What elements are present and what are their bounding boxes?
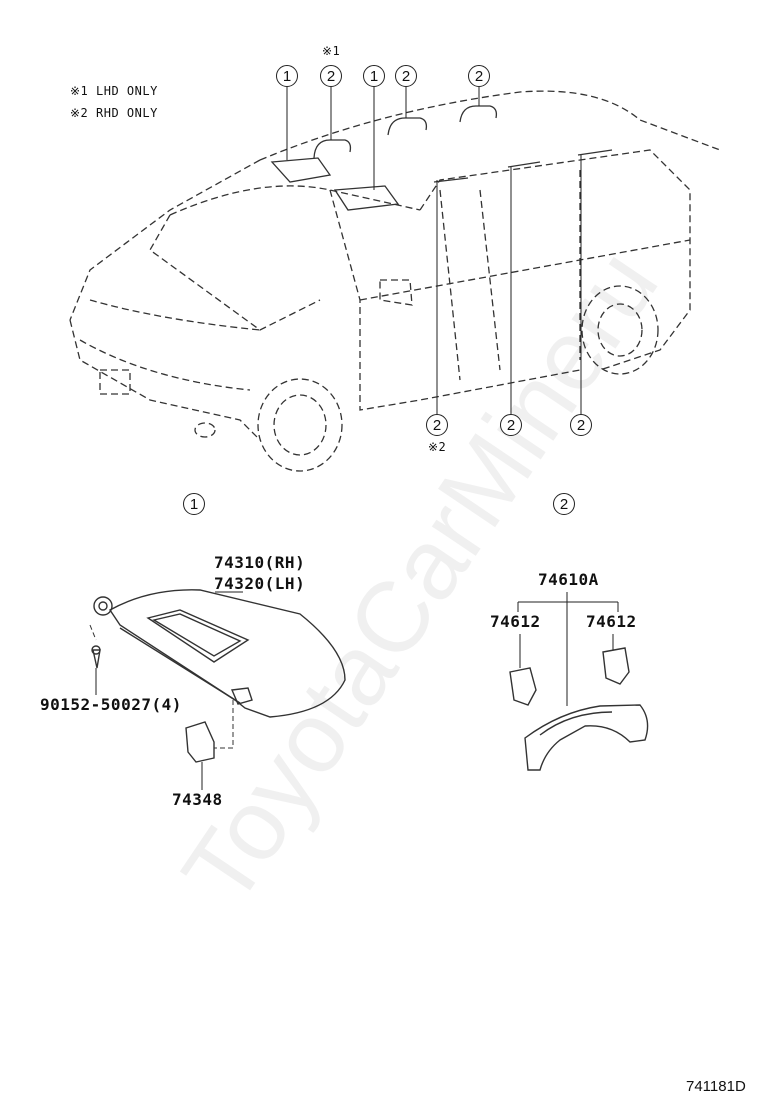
callout-2-grip-c[interactable]: 2 — [426, 414, 448, 436]
panel-2-label: 2 — [553, 493, 575, 515]
note-lhd-only: ※1 LHD ONLY — [70, 84, 158, 98]
part-number-assist-grip[interactable]: 74610A — [538, 570, 599, 589]
part-number-visor-lh[interactable]: 74320(LH) — [214, 574, 306, 593]
part-number-grip-cap-left[interactable]: 74612 — [490, 612, 541, 631]
part-number-visor-rh[interactable]: 74310(RH) — [214, 553, 306, 572]
callout-1-visor[interactable]: 1 — [363, 65, 385, 87]
callout-1-visor-lhd[interactable]: 1 — [276, 65, 298, 87]
note-rhd-only: ※2 RHD ONLY — [70, 106, 158, 120]
part-number-screw[interactable]: 90152-50027(4) — [40, 695, 182, 714]
mark-rhd: ※2 — [428, 440, 447, 454]
part-number-grip-cap-right[interactable]: 74612 — [586, 612, 637, 631]
panel-1-label: 1 — [183, 493, 205, 515]
mark-lhd: ※1 — [322, 44, 341, 58]
part-number-visor-holder[interactable]: 74348 — [172, 790, 223, 809]
diagram-code: 741181D — [686, 1078, 746, 1095]
callout-2-grip-b[interactable]: 2 — [468, 65, 490, 87]
callout-2-grip-a[interactable]: 2 — [395, 65, 417, 87]
callout-2-grip-lhd[interactable]: 2 — [320, 65, 342, 87]
callout-2-grip-e[interactable]: 2 — [570, 414, 592, 436]
callout-2-grip-d[interactable]: 2 — [500, 414, 522, 436]
